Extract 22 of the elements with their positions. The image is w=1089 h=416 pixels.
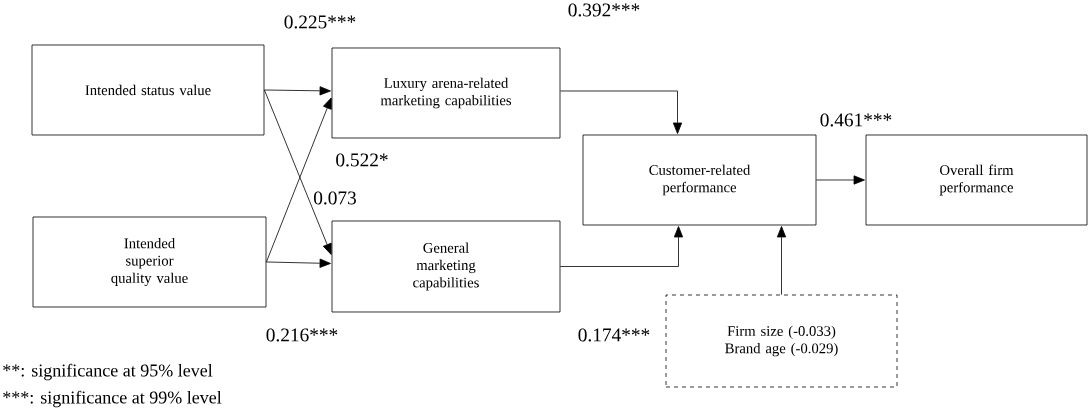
arrow — [560, 226, 684, 267]
construct-box: General marketing capabilities — [331, 220, 561, 313]
construct-box: Intended status value — [31, 44, 265, 136]
arrow — [266, 258, 331, 268]
path-coefficient: 0.225*** — [284, 15, 356, 29]
path-coefficient: 0.073 — [314, 191, 356, 205]
arrow — [560, 90, 683, 134]
path-coefficient: 0.522* — [336, 153, 388, 167]
path-coefficient: 0.392*** — [568, 3, 640, 17]
construct-box: Luxury arena-related marketing capabilities — [331, 47, 561, 139]
path-coefficient: 0.174*** — [578, 328, 650, 342]
significance-note: **: significance at 95% level — [3, 363, 213, 381]
arrow — [816, 175, 865, 185]
path-coefficient: 0.461*** — [820, 113, 892, 127]
significance-note: ***: significance at 99% level — [3, 390, 222, 408]
arrow — [264, 86, 331, 96]
control-variables-box: Firm size (-0.033) Brand age (-0.029) — [665, 294, 898, 388]
construct-box: Overall firm performance — [865, 134, 1088, 226]
arrow — [776, 226, 787, 295]
construct-box: Intended superior quality value — [32, 216, 267, 308]
construct-box: Customer-related performance — [582, 134, 817, 226]
path-coefficient: 0.216*** — [266, 328, 338, 342]
